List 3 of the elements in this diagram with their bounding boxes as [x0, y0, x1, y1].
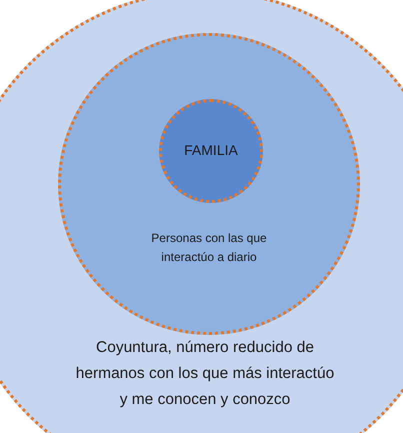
region-label: Personas con las que interactúo a diario	[150, 230, 268, 266]
region-label: FAMILIA	[183, 141, 239, 159]
region-label: Coyuntura, número reducido de hermanos con los que más interactúo y me conocen y conozco	[74, 338, 336, 410]
